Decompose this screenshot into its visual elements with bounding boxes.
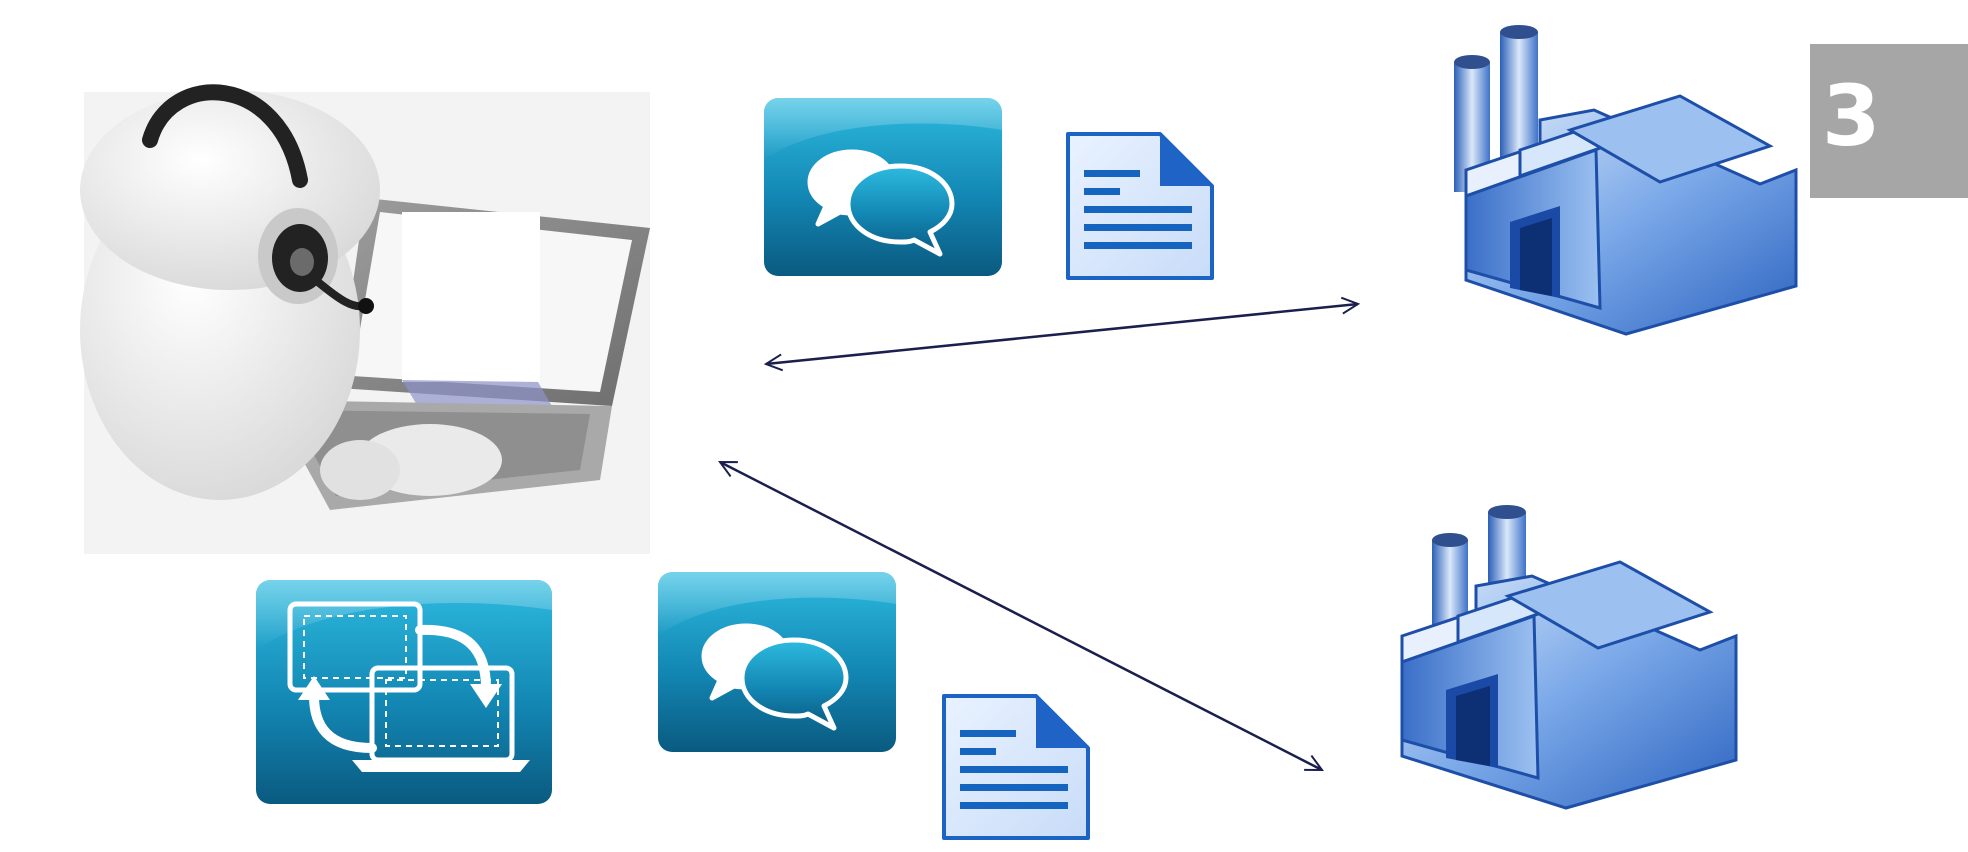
step-number-badge: 3 <box>1810 44 1968 198</box>
factory-icon-bottom <box>1400 505 1738 810</box>
screen-sync-icon <box>287 601 530 772</box>
sync-icon <box>256 580 552 804</box>
chat-icon-bottom <box>658 572 896 752</box>
arrow-agent-to-top-factory <box>766 304 1358 364</box>
document-icon-top <box>1066 132 1214 280</box>
chat-bubbles-icon <box>807 149 955 257</box>
factory-icon-top <box>1454 25 1798 336</box>
chat-icon-top <box>764 98 1002 276</box>
document-icon-bottom <box>942 694 1090 840</box>
arrow-agent-to-bottom-factory <box>720 460 1322 772</box>
step-number: 3 <box>1822 67 1881 165</box>
chat-bubbles-icon <box>701 623 849 731</box>
support-agent-icon <box>80 84 650 554</box>
